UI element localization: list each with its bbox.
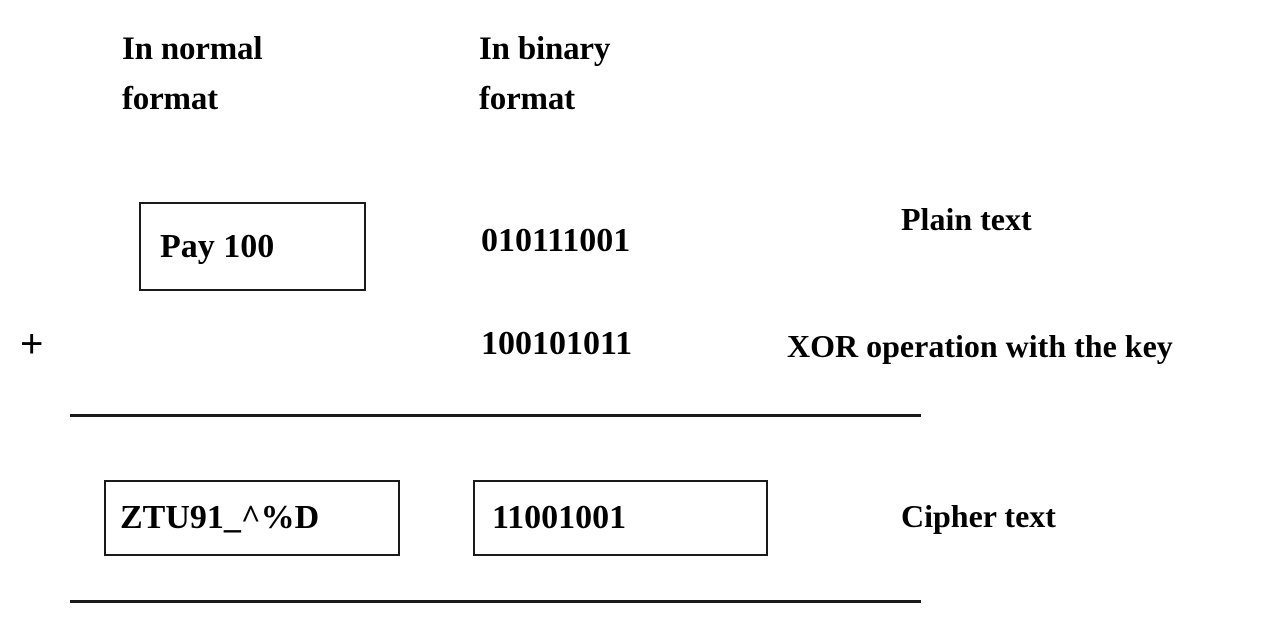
annotation-xor-operation: XOR operation with the key — [787, 328, 1173, 364]
key-binary-value: 100101011 — [481, 325, 633, 362]
plaintext-normal-value: Pay 100 — [160, 227, 275, 265]
column-header-binary-format: In binary format — [479, 31, 611, 117]
separator-rule-bottom — [70, 600, 921, 603]
plaintext-normal-box: Pay 100 — [139, 202, 366, 291]
annotation-cipher-text: Cipher text — [901, 498, 1056, 534]
column-header-normal-format: In normal format — [122, 31, 263, 117]
ciphertext-binary-box: 11001001 — [473, 480, 768, 556]
separator-rule-top — [70, 414, 921, 417]
ciphertext-normal-value: ZTU91_^%D — [120, 499, 320, 536]
annotation-plain-text: Plain text — [901, 201, 1032, 237]
plus-operator-symbol: + — [20, 322, 44, 366]
ciphertext-normal-box: ZTU91_^%D — [104, 480, 400, 556]
ciphertext-binary-value: 11001001 — [492, 499, 627, 536]
plaintext-binary-value: 010111001 — [481, 222, 631, 259]
